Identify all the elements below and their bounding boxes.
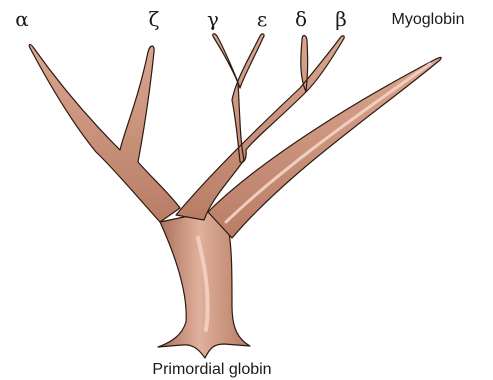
label-beta: β [335,7,347,31]
branch-alpha-group [29,44,180,222]
label-primordial-globin: Primordial globin [152,361,271,378]
label-delta: δ [295,7,307,31]
label-gamma: γ [207,7,219,31]
label-alpha: α [15,7,29,31]
label-zeta: ζ [149,7,160,31]
label-myoglobin: Myoglobin [392,11,465,28]
label-epsilon: ε [257,7,267,31]
